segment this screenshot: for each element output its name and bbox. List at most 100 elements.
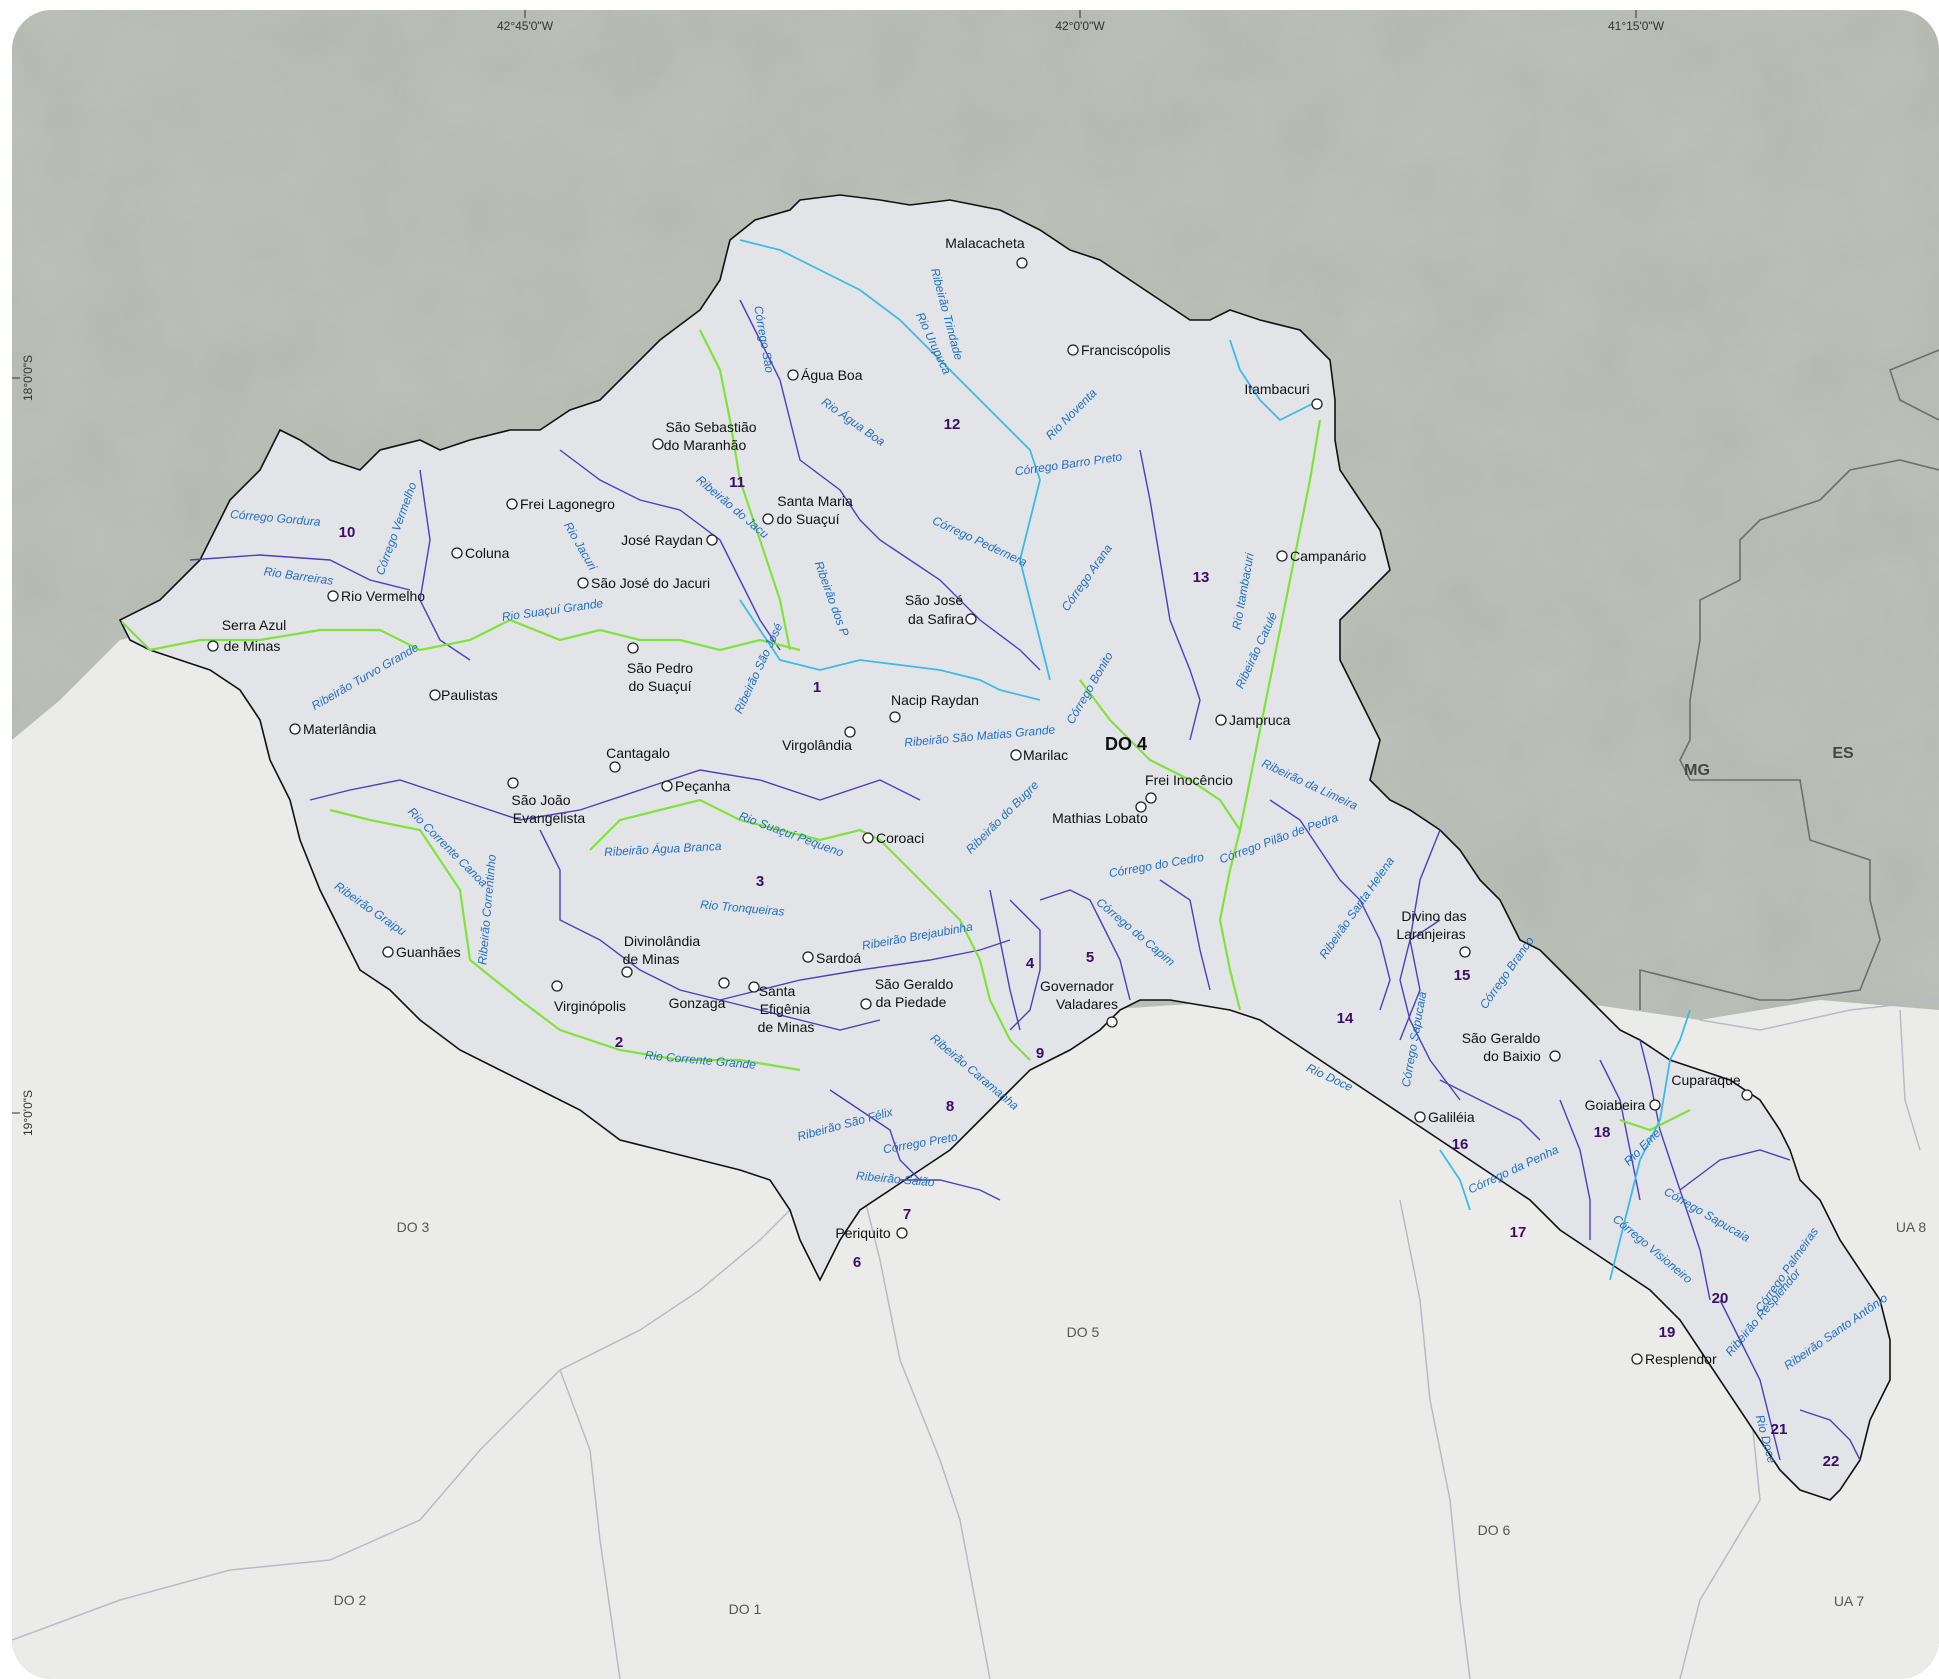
city-label: Virgolândia (782, 737, 852, 753)
basin-number: 18 (1594, 1124, 1611, 1141)
basin-number: 19 (1659, 1324, 1676, 1341)
city-label: da Piedade (876, 994, 947, 1010)
basin-number: 5 (1086, 949, 1094, 966)
basin-number: 4 (1026, 955, 1035, 972)
basin-number: 11 (729, 474, 745, 491)
city-label: Laranjeiras (1396, 926, 1465, 942)
city-label: Nacip Raydan (891, 692, 979, 708)
city-label: Virginópolis (554, 998, 626, 1014)
basin-number: 10 (339, 524, 356, 541)
city-label: Rio Vermelho (341, 588, 425, 604)
city-marker-icon (1549, 1050, 1561, 1062)
basin-number: 16 (1452, 1136, 1469, 1153)
main-basin-label: DO 4 (1105, 734, 1147, 754)
city-marker-icon (965, 613, 977, 625)
city-marker-icon (289, 723, 301, 735)
city-markers (207, 257, 1753, 1365)
region-label-do5: DO 5 (1067, 1324, 1100, 1340)
state-label-mg: MG (1684, 762, 1710, 779)
state-label-es: ES (1832, 745, 1854, 762)
city-marker-icon (1106, 1016, 1118, 1028)
city-label: do Baixio (1483, 1048, 1541, 1064)
city-label: Franciscópolis (1081, 342, 1170, 358)
map-frame: 42°45'0"W 42°0'0"W 41°15'0"W 18°0'0"S 19… (12, 10, 1939, 1679)
city-marker-icon (889, 711, 901, 723)
coord-label-top: 41°15'0"W (1608, 19, 1665, 33)
city-marker-icon (860, 998, 872, 1010)
city-label: de Minas (623, 951, 680, 967)
city-marker-icon (627, 642, 639, 654)
region-label-do2: DO 2 (334, 1592, 367, 1608)
city-label: São José (905, 592, 964, 608)
city-label: do Maranhão (664, 437, 747, 453)
coord-label-left: 18°0'0"S (21, 355, 35, 401)
city-label: Divinolândia (624, 933, 700, 949)
city-label: Santa (759, 983, 796, 999)
city-label: do Suaçuí (628, 678, 691, 694)
city-marker-icon (1067, 344, 1079, 356)
city-marker-icon (661, 780, 673, 792)
region-label-do3: DO 3 (397, 1219, 430, 1235)
state-boundary (1639, 349, 1939, 1010)
basin-number: 1 (813, 679, 821, 696)
graticule-ticks (12, 10, 1637, 1114)
map-canvas[interactable]: 42°45'0"W 42°0'0"W 41°15'0"W 18°0'0"S 19… (12, 10, 1939, 1679)
city-marker-icon (652, 438, 664, 450)
basin-number: 2 (615, 1034, 623, 1051)
city-label: Frei Inocêncio (1145, 772, 1233, 788)
city-label: São Geraldo (875, 976, 954, 992)
city-marker-icon (207, 640, 219, 652)
city-label: São João (511, 792, 570, 808)
city-marker-icon (429, 689, 441, 701)
city-label: Guanhães (396, 944, 461, 960)
city-marker-icon (506, 498, 518, 510)
city-marker-icon (609, 761, 621, 773)
region-label-do6: DO 6 (1478, 1522, 1511, 1538)
city-label: Marilac (1023, 747, 1068, 763)
city-label: José Raydan (621, 532, 703, 548)
city-marker-icon (718, 977, 730, 989)
basin-do4-polygon (118, 194, 1891, 1501)
river-label: Ribeirão Água Branca (604, 838, 722, 859)
region-label-ua7: UA 7 (1834, 1593, 1865, 1609)
region-label-ua8: UA 8 (1896, 1219, 1927, 1235)
city-marker-icon (896, 1227, 908, 1239)
city-label: de Minas (224, 638, 281, 654)
city-marker-icon (1311, 398, 1323, 410)
city-label: Gonzaga (669, 995, 726, 1011)
city-marker-icon (1649, 1099, 1661, 1111)
coord-label-top: 42°0'0"W (1055, 19, 1105, 33)
city-label: Goiabeira (1585, 1097, 1646, 1113)
city-label: São Pedro (627, 660, 693, 676)
city-marker-icon (577, 577, 589, 589)
city-label: de Minas (758, 1019, 815, 1035)
city-marker-icon (451, 547, 463, 559)
coord-label-top: 42°45'0"W (497, 19, 554, 33)
basin-number: 8 (946, 1098, 954, 1115)
city-marker-icon (1414, 1111, 1426, 1123)
basin-number: 12 (944, 416, 961, 433)
city-marker-icon (862, 832, 874, 844)
city-label: Divino das (1401, 908, 1466, 924)
basin-number: 7 (903, 1206, 911, 1223)
city-label: Paulistas (441, 687, 498, 703)
basin-number: 6 (853, 1254, 861, 1271)
city-marker-icon (1010, 749, 1022, 761)
district-boundaries (12, 999, 1939, 1679)
city-marker-icon (844, 726, 856, 738)
city-marker-icon (621, 966, 633, 978)
city-label: São Geraldo (1462, 1030, 1541, 1046)
city-marker-icon (1145, 792, 1157, 804)
city-marker-icon (748, 981, 760, 993)
city-label: Água Boa (801, 367, 863, 383)
city-marker-icon (1016, 257, 1028, 269)
city-label: Jampruca (1229, 712, 1291, 728)
city-label: Malacacheta (945, 235, 1025, 251)
city-marker-icon (802, 951, 814, 963)
city-marker-icon (1276, 550, 1288, 562)
city-label: Valadares (1056, 996, 1118, 1012)
city-marker-icon (507, 777, 519, 789)
city-label: Mathias Lobato (1052, 810, 1148, 826)
city-marker-icon (1459, 946, 1471, 958)
city-label: Coluna (465, 545, 510, 561)
